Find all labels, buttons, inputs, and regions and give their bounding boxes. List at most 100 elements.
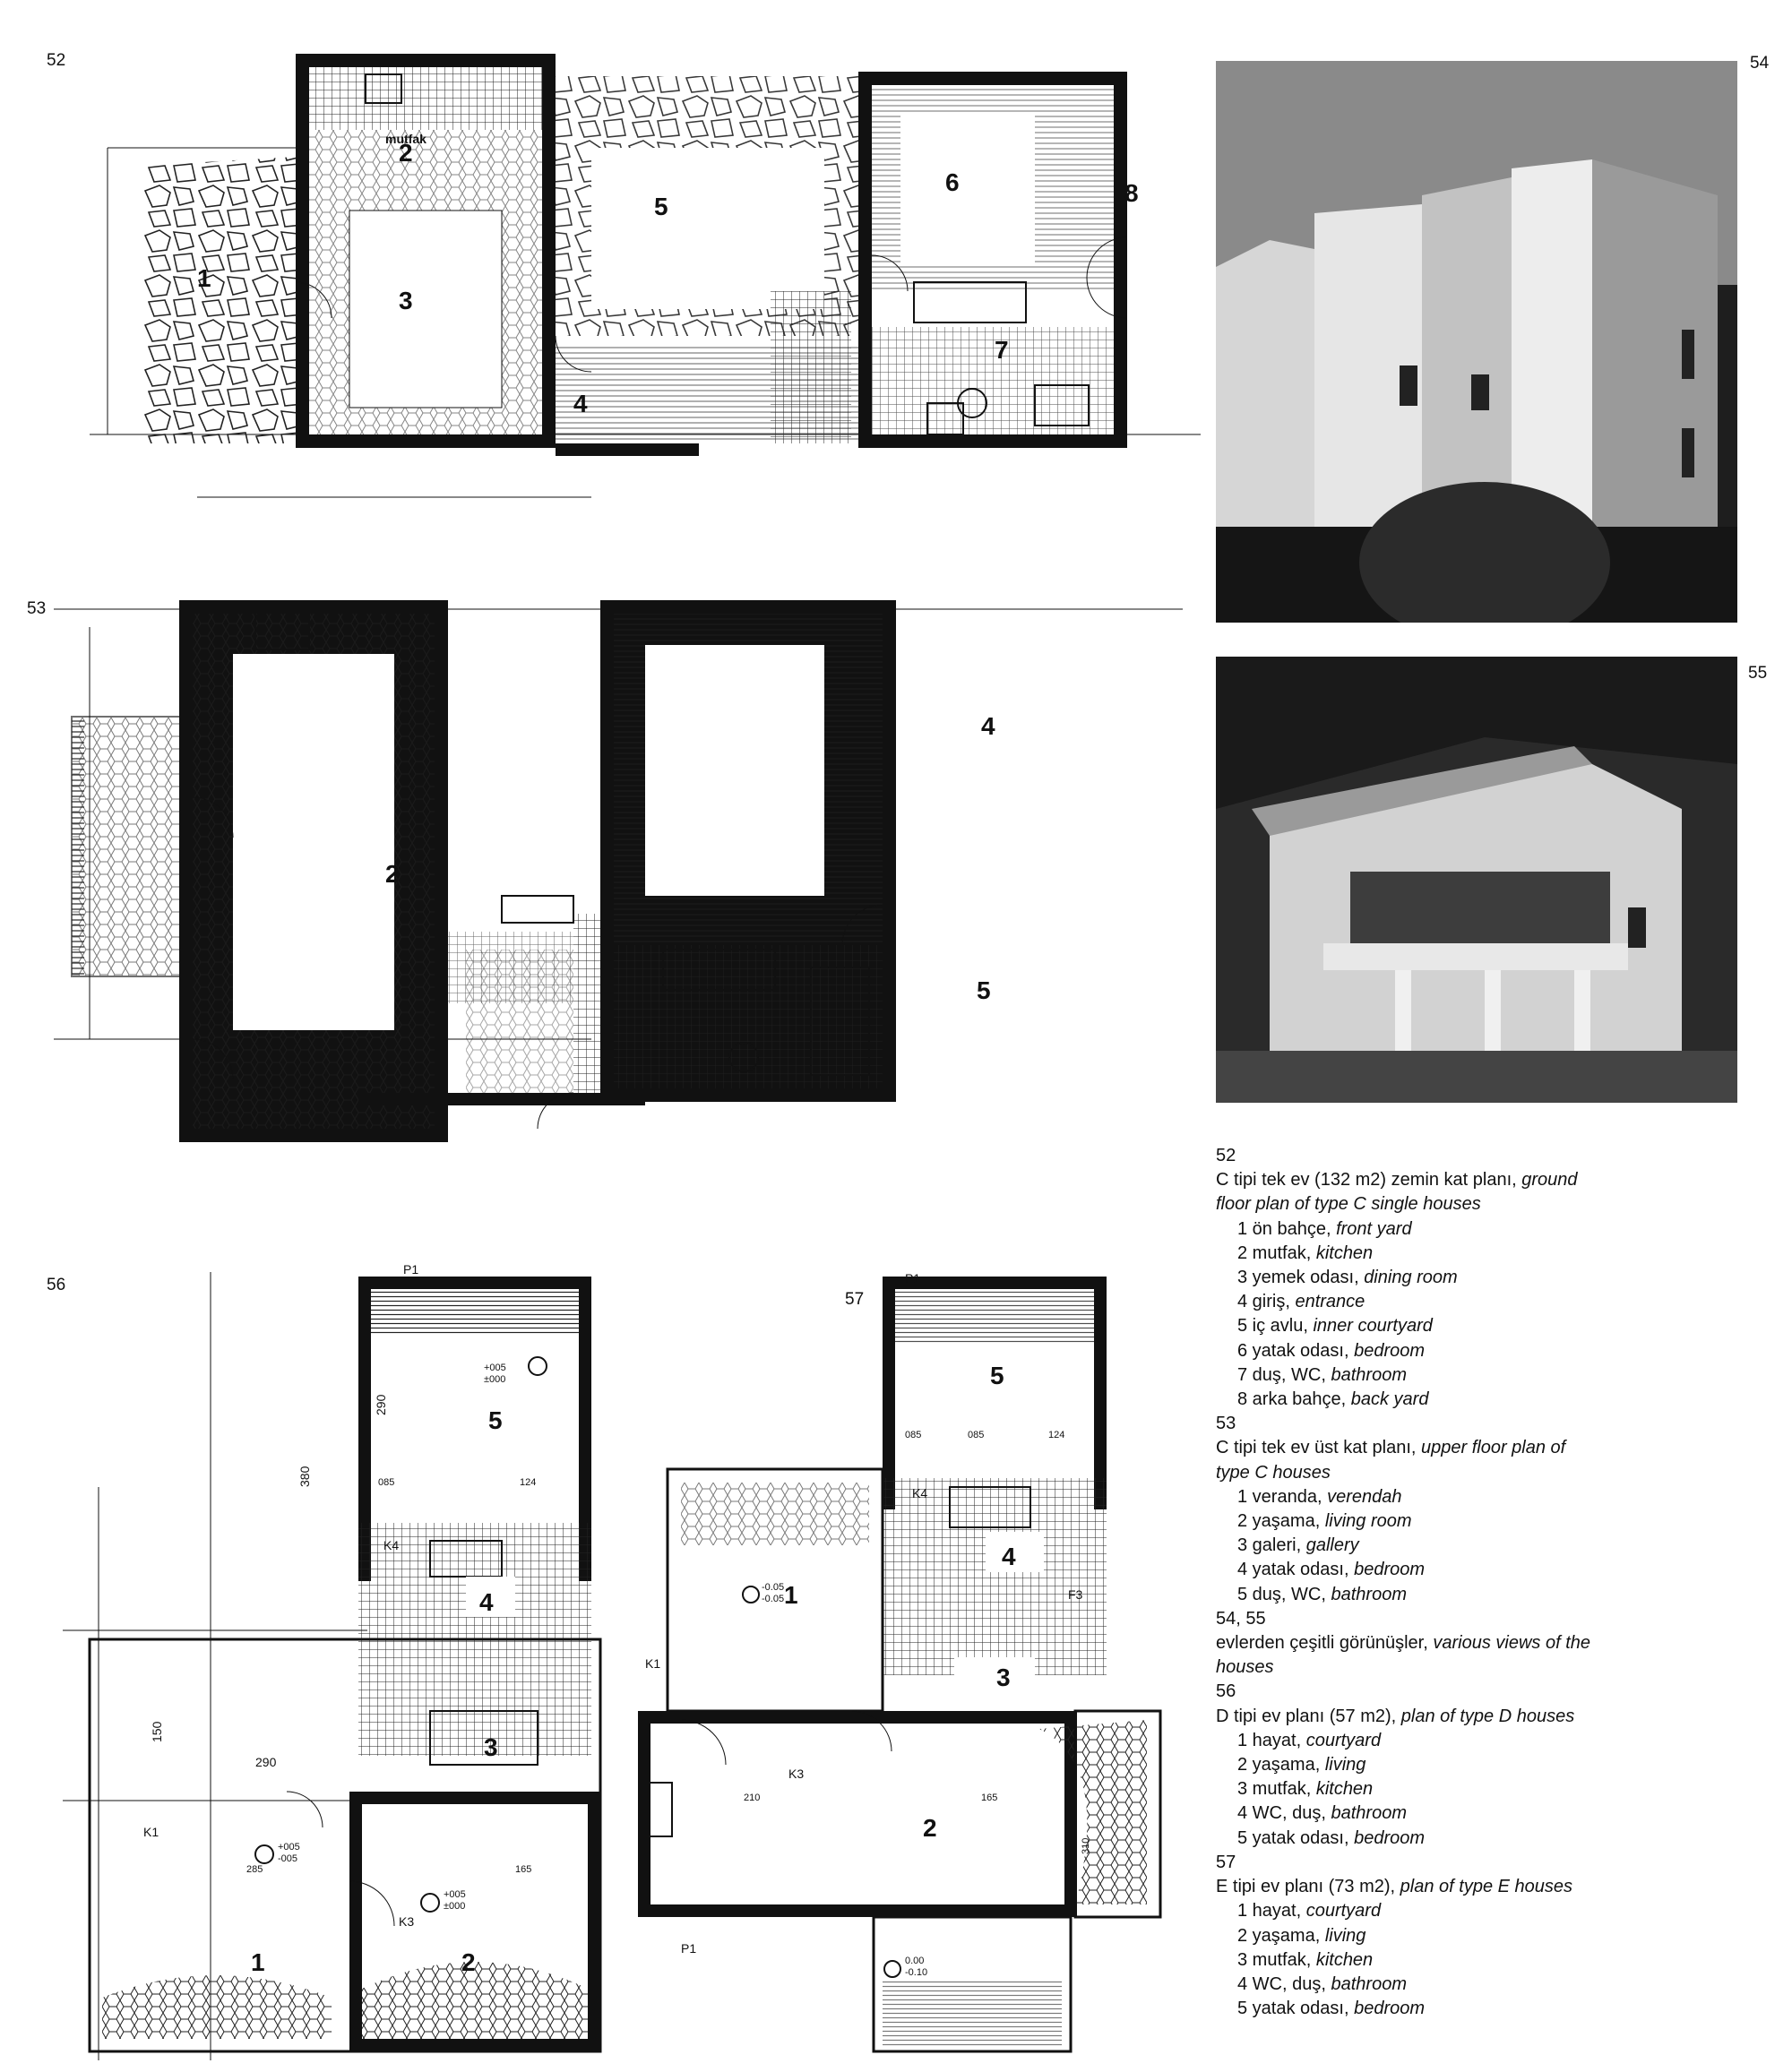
- d-room-4: 4: [479, 1588, 494, 1616]
- caption-item: 4 WC, duş, bathroom: [1237, 1973, 1407, 1994]
- e-dim-165: 165: [981, 1793, 997, 1803]
- room-tag-mutfak: mutfak: [385, 132, 426, 146]
- e-dim-210: 210: [744, 1793, 760, 1803]
- caption-item: 4 WC, duş, bathroom: [1237, 1803, 1407, 1824]
- caption-item: 7 duş, WC, bathroom: [1237, 1364, 1407, 1385]
- d-room-5: 5: [488, 1406, 503, 1434]
- e-dim-124: 124: [1048, 1430, 1064, 1440]
- e-tag-P1-top: P1: [905, 1271, 920, 1285]
- figure-number-56: 56: [47, 1276, 66, 1294]
- caption-item: 3 mutfak, kitchen: [1237, 1949, 1374, 1970]
- caption-num-56: 56: [1216, 1681, 1236, 1702]
- d-room-1: 1: [251, 1948, 265, 1976]
- e-tag-K3: K3: [788, 1767, 804, 1781]
- figure-number-52: 52: [47, 51, 66, 70]
- caption-item: 1 hayat, courtyard: [1237, 1730, 1382, 1750]
- d-dim-165: 165: [515, 1864, 531, 1875]
- floor-plan-56: 5 290 380 124 085 +005 ±000 4 3 K4 P1 2 …: [63, 1254, 636, 2069]
- e-dim-310: 310: [1081, 1838, 1091, 1854]
- e-room-4: 4: [1002, 1543, 1016, 1570]
- caption-head-52: C tipi tek ev (132 m2) zemin kat planı, …: [1216, 1170, 1578, 1191]
- caption-item: 2 yaşama, living: [1237, 1925, 1366, 1946]
- d-tag-K3: K3: [399, 1914, 414, 1929]
- upper-room-5: 5: [977, 976, 991, 1004]
- e-level-3: 0.00: [905, 1956, 924, 1966]
- e-tag-F3: F3: [1068, 1587, 1083, 1602]
- d-room-3: 3: [484, 1733, 498, 1761]
- caption-head-53: C tipi tek ev üst kat planı, upper floor…: [1216, 1438, 1566, 1458]
- caption-num-54-55: 54, 55: [1216, 1608, 1266, 1629]
- room-6: 6: [945, 168, 960, 196]
- photo-house-view-54: [1216, 61, 1737, 623]
- caption-num-53: 53: [1216, 1414, 1236, 1434]
- e-room-3: 3: [996, 1664, 1011, 1691]
- e-tag-P1-bottom: P1: [681, 1941, 696, 1956]
- upper-room-4: 4: [981, 712, 995, 740]
- e-room-5: 5: [990, 1362, 1004, 1389]
- d-dim-380: 380: [297, 1466, 312, 1487]
- room-4: 4: [573, 390, 588, 417]
- caption-item: 4 giriş, entrance: [1237, 1292, 1366, 1312]
- caption-item: 4 yatak odası, bedroom: [1237, 1560, 1426, 1580]
- caption-head-54-55-cont: houses: [1216, 1657, 1274, 1678]
- caption-item: 5 iç avlu, inner courtyard: [1237, 1316, 1433, 1337]
- e-tag-K1: K1: [645, 1656, 660, 1671]
- e-level-2: -0.05: [762, 1594, 784, 1604]
- caption-head-53-cont: type C houses: [1216, 1462, 1331, 1483]
- d-level-6: ±000: [484, 1374, 505, 1385]
- photo-house-view-55: [1216, 657, 1737, 1103]
- caption-head-56: D tipi ev planı (57 m2), plan of type D …: [1216, 1706, 1575, 1726]
- caption-item: 2 yaşama, living room: [1237, 1511, 1412, 1532]
- e-level-1: -0.05: [762, 1582, 784, 1593]
- floor-plan-53: 1 2 3 4 5: [54, 573, 1183, 1156]
- figure-number-55: 55: [1748, 664, 1768, 683]
- caption-item: 1 veranda, verendah: [1237, 1486, 1402, 1507]
- e-dim-085b: 085: [968, 1430, 984, 1440]
- room-3: 3: [399, 287, 413, 314]
- caption-item: 1 hayat, courtyard: [1237, 1901, 1382, 1922]
- d-room-2: 2: [461, 1948, 476, 1976]
- e-room-2: 2: [923, 1814, 937, 1842]
- caption-item: 3 galeri, gallery: [1237, 1535, 1359, 1556]
- upper-room-2: 2: [385, 860, 400, 888]
- d-dim-290-v: 290: [374, 1394, 388, 1415]
- figure-number-53: 53: [27, 599, 47, 618]
- room-5: 5: [654, 193, 668, 220]
- caption-head-54-55: evlerden çeşitli görünüşler, various vie…: [1216, 1633, 1590, 1654]
- caption-num-52: 52: [1216, 1146, 1236, 1165]
- floor-plan-57: 5 P1 085 085 124 4 3 K4 F3 1 -0.05 -0.05…: [627, 1263, 1183, 2060]
- d-dim-150: 150: [150, 1721, 164, 1742]
- d-level-2: -005: [278, 1853, 297, 1864]
- caption-head-52-cont: floor plan of type C single houses: [1216, 1194, 1481, 1215]
- d-tag-P1: P1: [403, 1262, 418, 1277]
- d-dim-085: 085: [378, 1477, 394, 1488]
- e-tag-K4: K4: [912, 1486, 927, 1500]
- figure-number-54: 54: [1750, 54, 1770, 73]
- room-7: 7: [995, 336, 1009, 364]
- d-tag-K1: K1: [143, 1825, 159, 1839]
- d-dim-285: 285: [246, 1864, 263, 1875]
- d-level-4: ±000: [444, 1901, 465, 1912]
- room-1: 1: [197, 264, 211, 292]
- caption-item: 5 yatak odası, bedroom: [1237, 1999, 1426, 2019]
- d-level-3: +005: [444, 1889, 466, 1900]
- caption-item: 3 yemek odası, dining room: [1237, 1268, 1458, 1288]
- d-level-1: +005: [278, 1842, 300, 1853]
- e-dim-085a: 085: [905, 1430, 921, 1440]
- room-2: 2: [399, 139, 413, 167]
- caption-item: 1 ön bahçe, front yard: [1237, 1218, 1412, 1239]
- d-tag-K4: K4: [383, 1538, 399, 1552]
- room-8: 8: [1124, 179, 1139, 207]
- caption-item: 8 arka bahçe, back yard: [1237, 1389, 1429, 1410]
- caption-item: 2 mutfak, kitchen: [1237, 1242, 1374, 1263]
- caption-item: 2 yaşama, living: [1237, 1755, 1366, 1775]
- e-level-4: -0.10: [905, 1967, 927, 1978]
- caption-item: 6 yatak odası, bedroom: [1237, 1340, 1426, 1361]
- caption-item: 5 yatak odası, bedroom: [1237, 1827, 1426, 1848]
- floor-plan-52: mutfak 2 3 1 5 4 6 7 8: [90, 49, 1201, 551]
- d-level-5: +005: [484, 1363, 506, 1373]
- d-dim-290-h: 290: [255, 1755, 277, 1769]
- caption-head-57: E tipi ev planı (73 m2), plan of type E …: [1216, 1877, 1573, 1897]
- d-dim-124: 124: [520, 1477, 536, 1488]
- caption-item: 5 duş, WC, bathroom: [1237, 1584, 1407, 1604]
